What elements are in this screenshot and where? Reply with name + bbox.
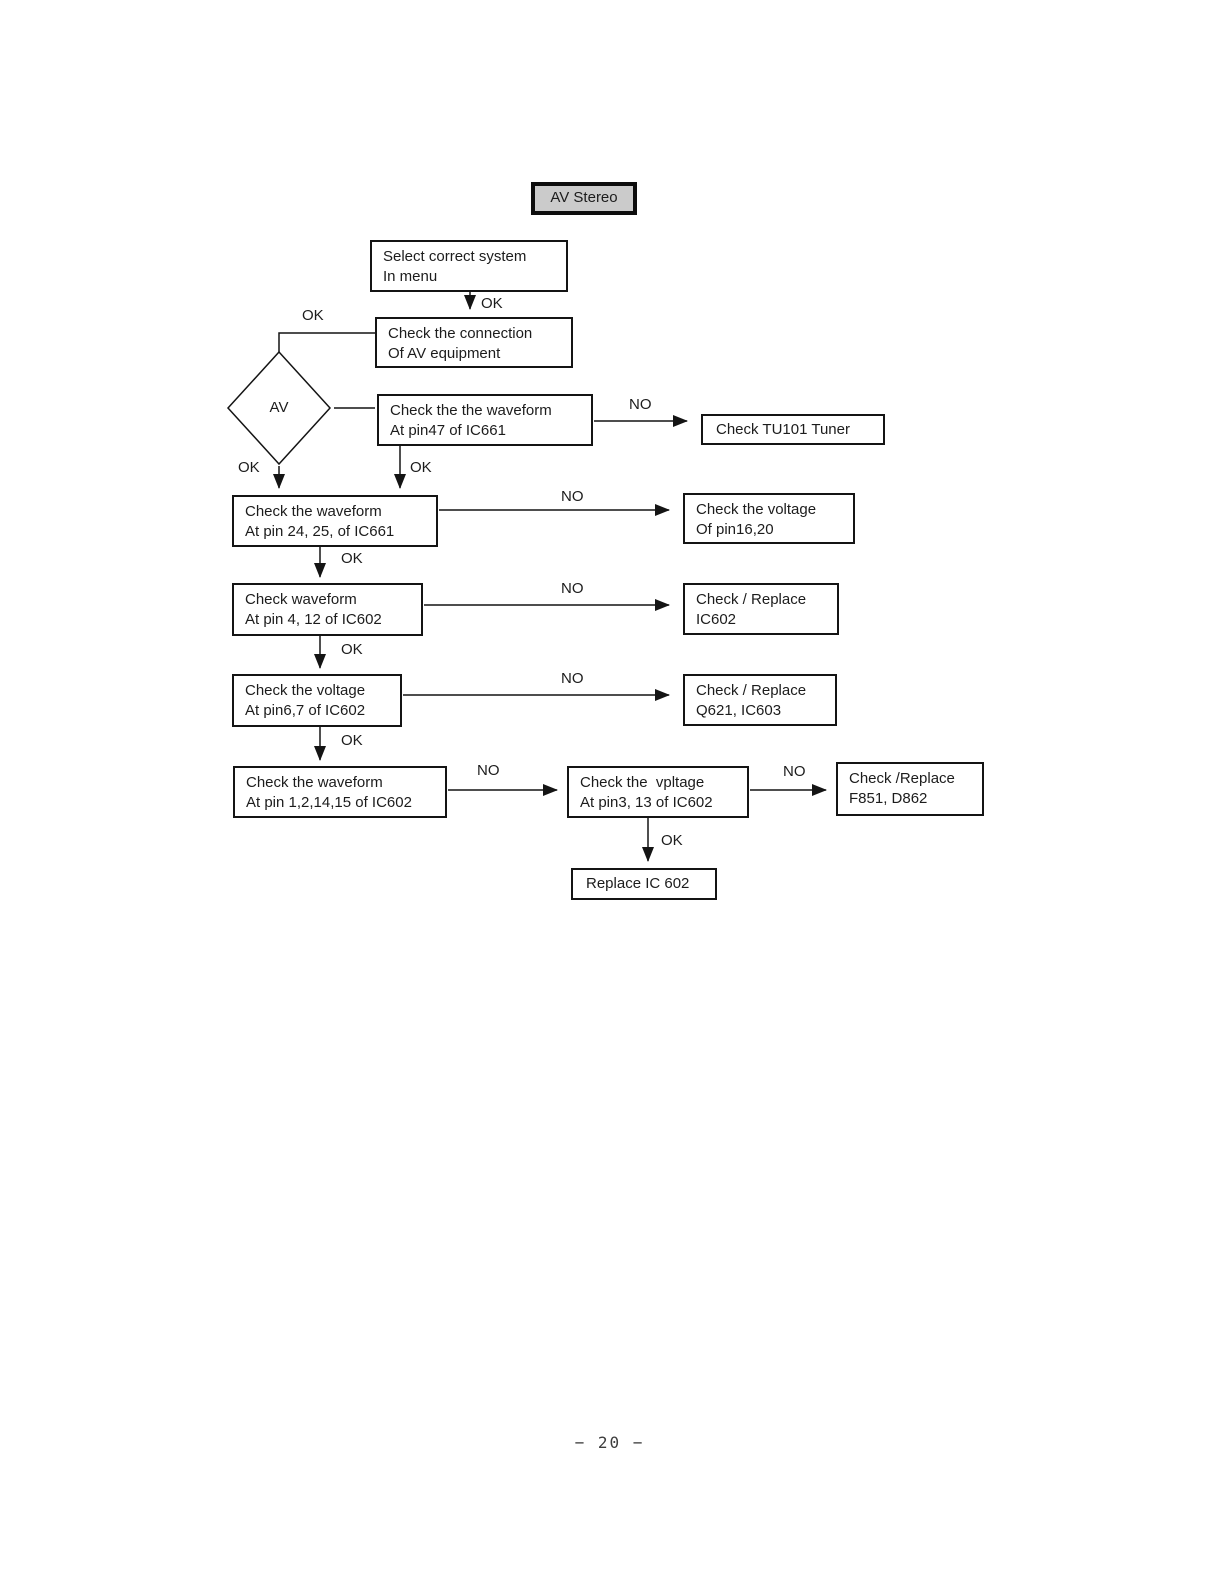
- flow-box-text: F851, D862: [849, 790, 928, 807]
- flow-box-text: In menu: [383, 268, 438, 285]
- flow-box-text: IC602: [696, 611, 737, 628]
- flow-box-voltage-pin6-7: Check the voltage At pin6,7 of IC602: [232, 674, 402, 727]
- flow-box-text: Check / Replace: [696, 682, 807, 699]
- flow-box-text: At pin 4, 12 of IC602: [245, 611, 382, 628]
- edge-label-ok-pin6-down: OK: [341, 732, 363, 749]
- flow-box-tu101: Check TU101 Tuner: [701, 414, 885, 445]
- edge-label-ok-pin24-down: OK: [341, 550, 363, 567]
- flow-box-replace-q621: Check / Replace Q621, IC603: [683, 674, 837, 726]
- flow-box-select-system: Select correct system In menu: [370, 240, 568, 292]
- flow-box-text: Check / Replace: [696, 591, 807, 608]
- flow-box-text: Check the vpltage: [580, 774, 705, 791]
- flow-box-text: Check the waveform: [245, 503, 382, 520]
- flow-box-replace-ic602-final: Replace IC 602: [571, 868, 717, 900]
- flow-box-text: Q621, IC603: [696, 702, 782, 719]
- edge-label-ok-select: OK: [481, 295, 503, 312]
- flow-box-text: At pin6,7 of IC602: [245, 702, 366, 719]
- flow-box-waveform-pin47: Check the the waveform At pin47 of IC661: [377, 394, 593, 446]
- flow-box-text: Check the waveform: [246, 774, 383, 791]
- decision-label: AV: [269, 399, 289, 416]
- edge-label-ok-pin47-down: OK: [410, 459, 432, 476]
- flow-box-text: At pin 24, 25, of IC661: [245, 523, 395, 540]
- edge-label-ok-pin3-down: OK: [661, 832, 683, 849]
- flow-box-text: Check the the waveform: [390, 402, 552, 419]
- flow-box-text: Replace IC 602: [586, 875, 690, 892]
- flow-box-waveform-pin4-12: Check waveform At pin 4, 12 of IC602: [232, 583, 423, 636]
- flow-box-voltage-pin3-13: Check the vpltage At pin3, 13 of IC602: [567, 766, 749, 818]
- flow-box-text: Of AV equipment: [388, 345, 501, 362]
- edge-label-no-pin1: NO: [477, 762, 500, 779]
- edge-connection-to-diamond: [278, 332, 375, 353]
- flow-box-text: At pin3, 13 of IC602: [580, 794, 713, 811]
- flow-box-text: Check the voltage: [245, 682, 366, 699]
- flow-box-text: Check /Replace: [849, 770, 955, 787]
- edge-label-no-pin24: NO: [561, 488, 584, 505]
- flow-box-waveform-pins1-2-14-15: Check the waveform At pin 1,2,14,15 of I…: [233, 766, 447, 818]
- flow-box-text: Check the connection: [388, 325, 533, 342]
- flow-box-replace-f851-d862: Check /Replace F851, D862: [836, 762, 984, 816]
- flow-box-text: Select correct system: [383, 248, 527, 265]
- flow-box-voltage-pin16-20: Check the voltage Of pin16,20: [683, 493, 855, 544]
- flow-box-waveform-pin24-25: Check the waveform At pin 24, 25, of IC6…: [232, 495, 438, 547]
- edge-label-ok-av-down: OK: [238, 459, 260, 476]
- edge-label-ok-connection: OK: [302, 307, 324, 324]
- flowchart-title: AV Stereo: [531, 182, 637, 215]
- flow-box-text: Of pin16,20: [696, 521, 774, 538]
- edge-label-no-pin4: NO: [561, 580, 584, 597]
- flow-box-replace-ic602: Check / Replace IC602: [683, 583, 839, 635]
- flow-box-text: Check waveform: [245, 591, 357, 608]
- edge-label-ok-pin4-down: OK: [341, 641, 363, 658]
- page-number: − 20 −: [574, 1433, 645, 1452]
- flow-box-check-connection: Check the connection Of AV equipment: [375, 317, 573, 368]
- edge-label-no-pin6: NO: [561, 670, 584, 687]
- edge-label-no-pin47: NO: [629, 396, 652, 413]
- flow-box-text: Check the voltage: [696, 501, 817, 518]
- edge-label-no-pin3: NO: [783, 763, 806, 780]
- flow-box-text: At pin 1,2,14,15 of IC602: [246, 794, 412, 811]
- flow-box-text: At pin47 of IC661: [390, 422, 506, 439]
- flow-box-text: Check TU101 Tuner: [716, 421, 850, 438]
